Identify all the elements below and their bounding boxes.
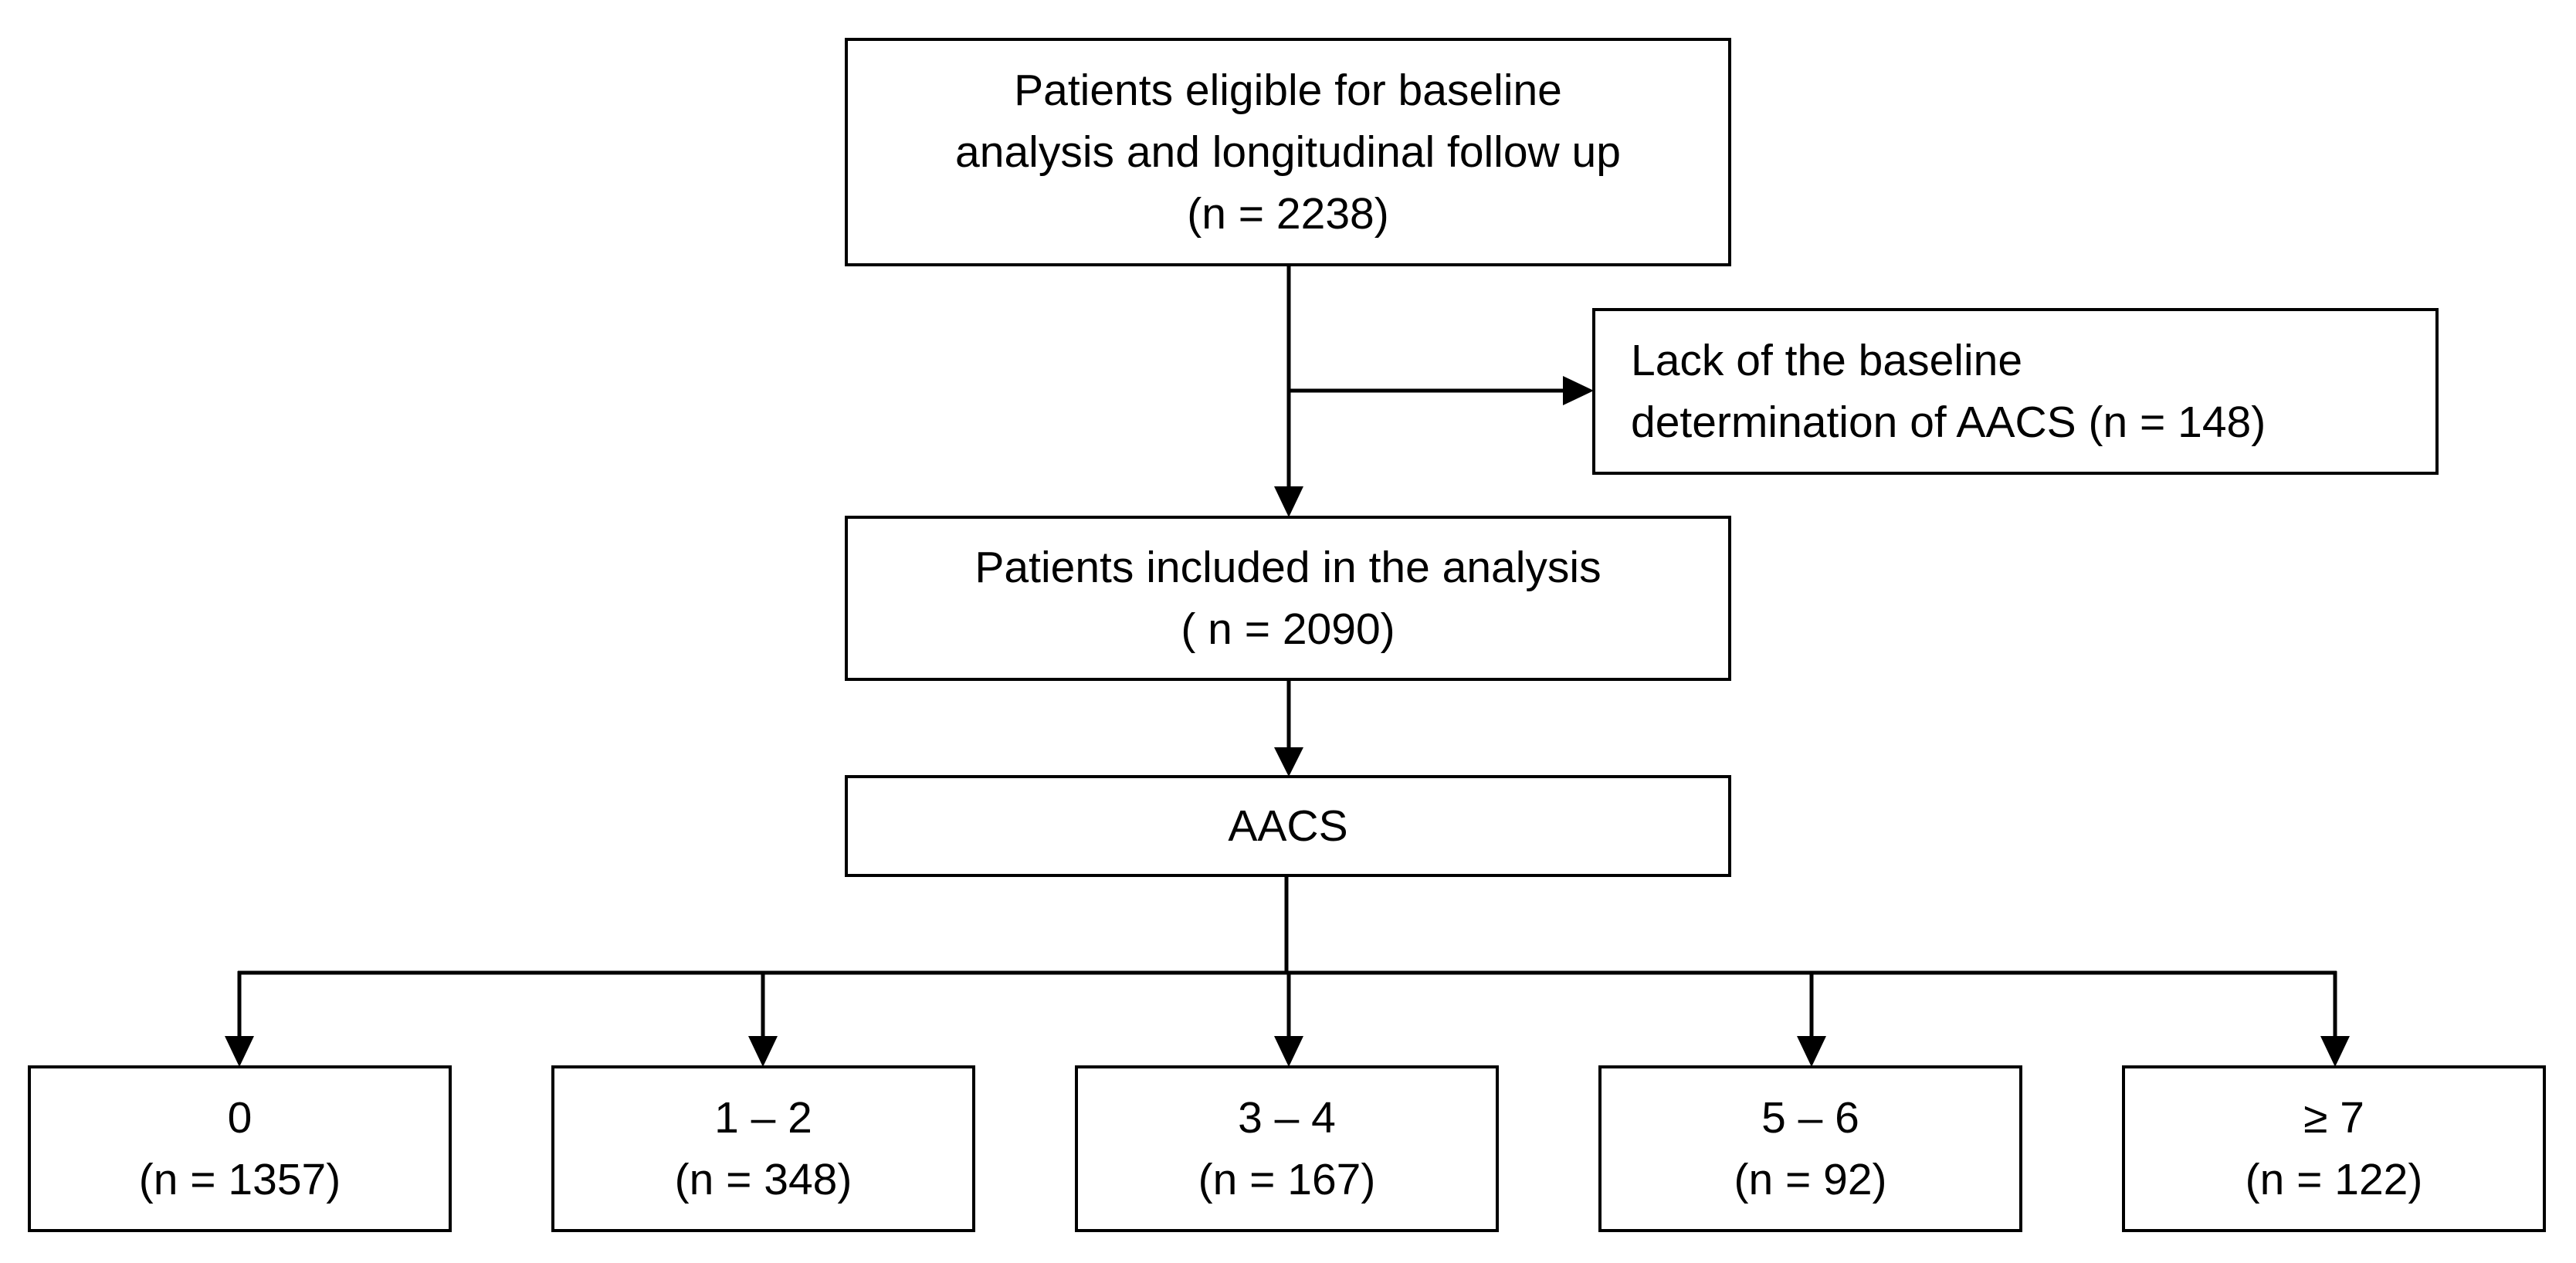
- arrow-head-group-2: [1274, 1036, 1303, 1067]
- arrow-head-group-4: [2320, 1036, 2350, 1067]
- arrow-head-group-1: [748, 1036, 778, 1067]
- group-count: (n = 122): [2245, 1155, 2423, 1204]
- group-label: 3 – 4: [1238, 1093, 1336, 1143]
- excluded-patients-box: Lack of the baseline determination of AA…: [1592, 308, 2439, 475]
- group-label: 1 – 2: [714, 1093, 812, 1143]
- included-line-2: ( n = 2090): [1181, 604, 1395, 654]
- arrow-head-group-0: [225, 1036, 254, 1067]
- group-label: 0: [227, 1093, 253, 1143]
- eligible-line-1: Patients eligible for baseline: [1014, 66, 1562, 115]
- aacs-label: AACS: [1228, 801, 1348, 851]
- arrow-head-group-3: [1797, 1036, 1826, 1067]
- excluded-line-2: determination of AACS (n = 148): [1631, 398, 2266, 447]
- eligible-line-2: analysis and longitudinal follow up: [955, 127, 1621, 177]
- excluded-line-1: Lack of the baseline: [1631, 336, 2023, 385]
- group-box-1: 1 – 2 (n = 348): [551, 1065, 975, 1232]
- group-count: (n = 92): [1734, 1155, 1887, 1204]
- arrow-head-included: [1274, 486, 1303, 517]
- arrow-head-excluded: [1563, 376, 1594, 405]
- group-box-3: 5 – 6 (n = 92): [1598, 1065, 2022, 1232]
- group-label: 5 – 6: [1761, 1093, 1859, 1143]
- eligible-line-3: (n = 2238): [1187, 189, 1389, 239]
- eligible-patients-box: Patients eligible for baseline analysis …: [845, 38, 1731, 266]
- included-patients-box: Patients included in the analysis ( n = …: [845, 516, 1731, 681]
- aacs-score-box: AACS: [845, 775, 1731, 877]
- group-count: (n = 167): [1198, 1155, 1376, 1204]
- group-box-2: 3 – 4 (n = 167): [1075, 1065, 1499, 1232]
- group-label: ≥ 7: [2303, 1093, 2364, 1143]
- arrow-head-score: [1274, 747, 1303, 777]
- group-box-4: ≥ 7 (n = 122): [2122, 1065, 2546, 1232]
- group-box-0: 0 (n = 1357): [28, 1065, 452, 1232]
- group-count: (n = 348): [674, 1155, 852, 1204]
- group-count: (n = 1357): [138, 1155, 341, 1204]
- included-line-1: Patients included in the analysis: [974, 543, 1602, 592]
